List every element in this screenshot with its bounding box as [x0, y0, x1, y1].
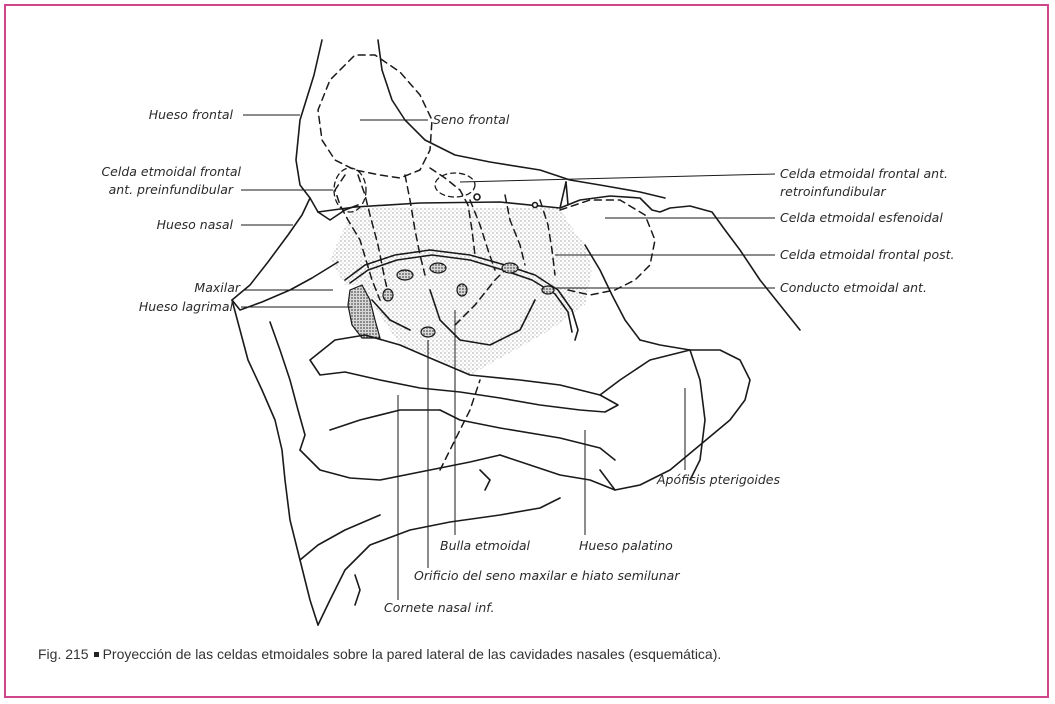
frontal-bone-inner — [378, 40, 665, 198]
cribriform-roof — [355, 202, 560, 208]
label-celda-esfenoidal: Celda etmoidal esfenoidal — [780, 210, 943, 225]
label-hueso-lagrimal: Hueso lagrimal — [139, 299, 234, 314]
label-hueso-frontal: Hueso frontal — [149, 107, 234, 122]
label-celda-frontal-post: Celda etmoidal frontal post. — [780, 247, 954, 262]
label-apofisis-pterigoides: Apófisis pterigoides — [656, 472, 780, 487]
label-cornete-nasal: Cornete nasal inf. — [384, 600, 494, 615]
diagram-labels: Hueso frontal Seno frontal Celda etmoida… — [101, 107, 954, 615]
label-bulla-etmoidal: Bulla etmoidal — [440, 538, 531, 553]
label-celda-frontal-retro-line1: Celda etmoidal frontal ant. — [780, 166, 948, 181]
label-conducto-etmoidal: Conducto etmoidal ant. — [780, 280, 927, 295]
label-orificio-seno: Orificio del seno maxilar e hiato semilu… — [414, 568, 680, 583]
frontal-sinus — [318, 55, 432, 178]
leader-lines — [241, 115, 775, 600]
sphenoid-outline — [560, 182, 800, 330]
label-hueso-palatino: Hueso palatino — [579, 538, 673, 553]
label-celda-frontal-pre-line2: ant. preinfundibular — [109, 182, 234, 197]
palatine-bone — [600, 350, 750, 490]
label-celda-frontal-retro-line2: retroinfundibular — [780, 184, 887, 199]
label-celda-frontal-pre-line1: Celda etmoidal frontal — [101, 164, 241, 179]
figure-caption: Fig. 215 Proyección de las celdas etmoida… — [38, 646, 721, 662]
label-hueso-nasal: Hueso nasal — [157, 217, 234, 232]
label-seno-frontal: Seno frontal — [433, 112, 510, 127]
label-maxilar: Maxilar — [194, 280, 240, 295]
figure-number: Fig. 215 — [38, 646, 89, 662]
pterygoid-process — [690, 350, 705, 480]
caption-text: Proyección de las celdas etmoidales sobr… — [103, 646, 722, 662]
maxilla-outline — [232, 300, 318, 625]
frontal-bone-outline — [296, 40, 322, 212]
bullet-icon — [94, 652, 99, 657]
